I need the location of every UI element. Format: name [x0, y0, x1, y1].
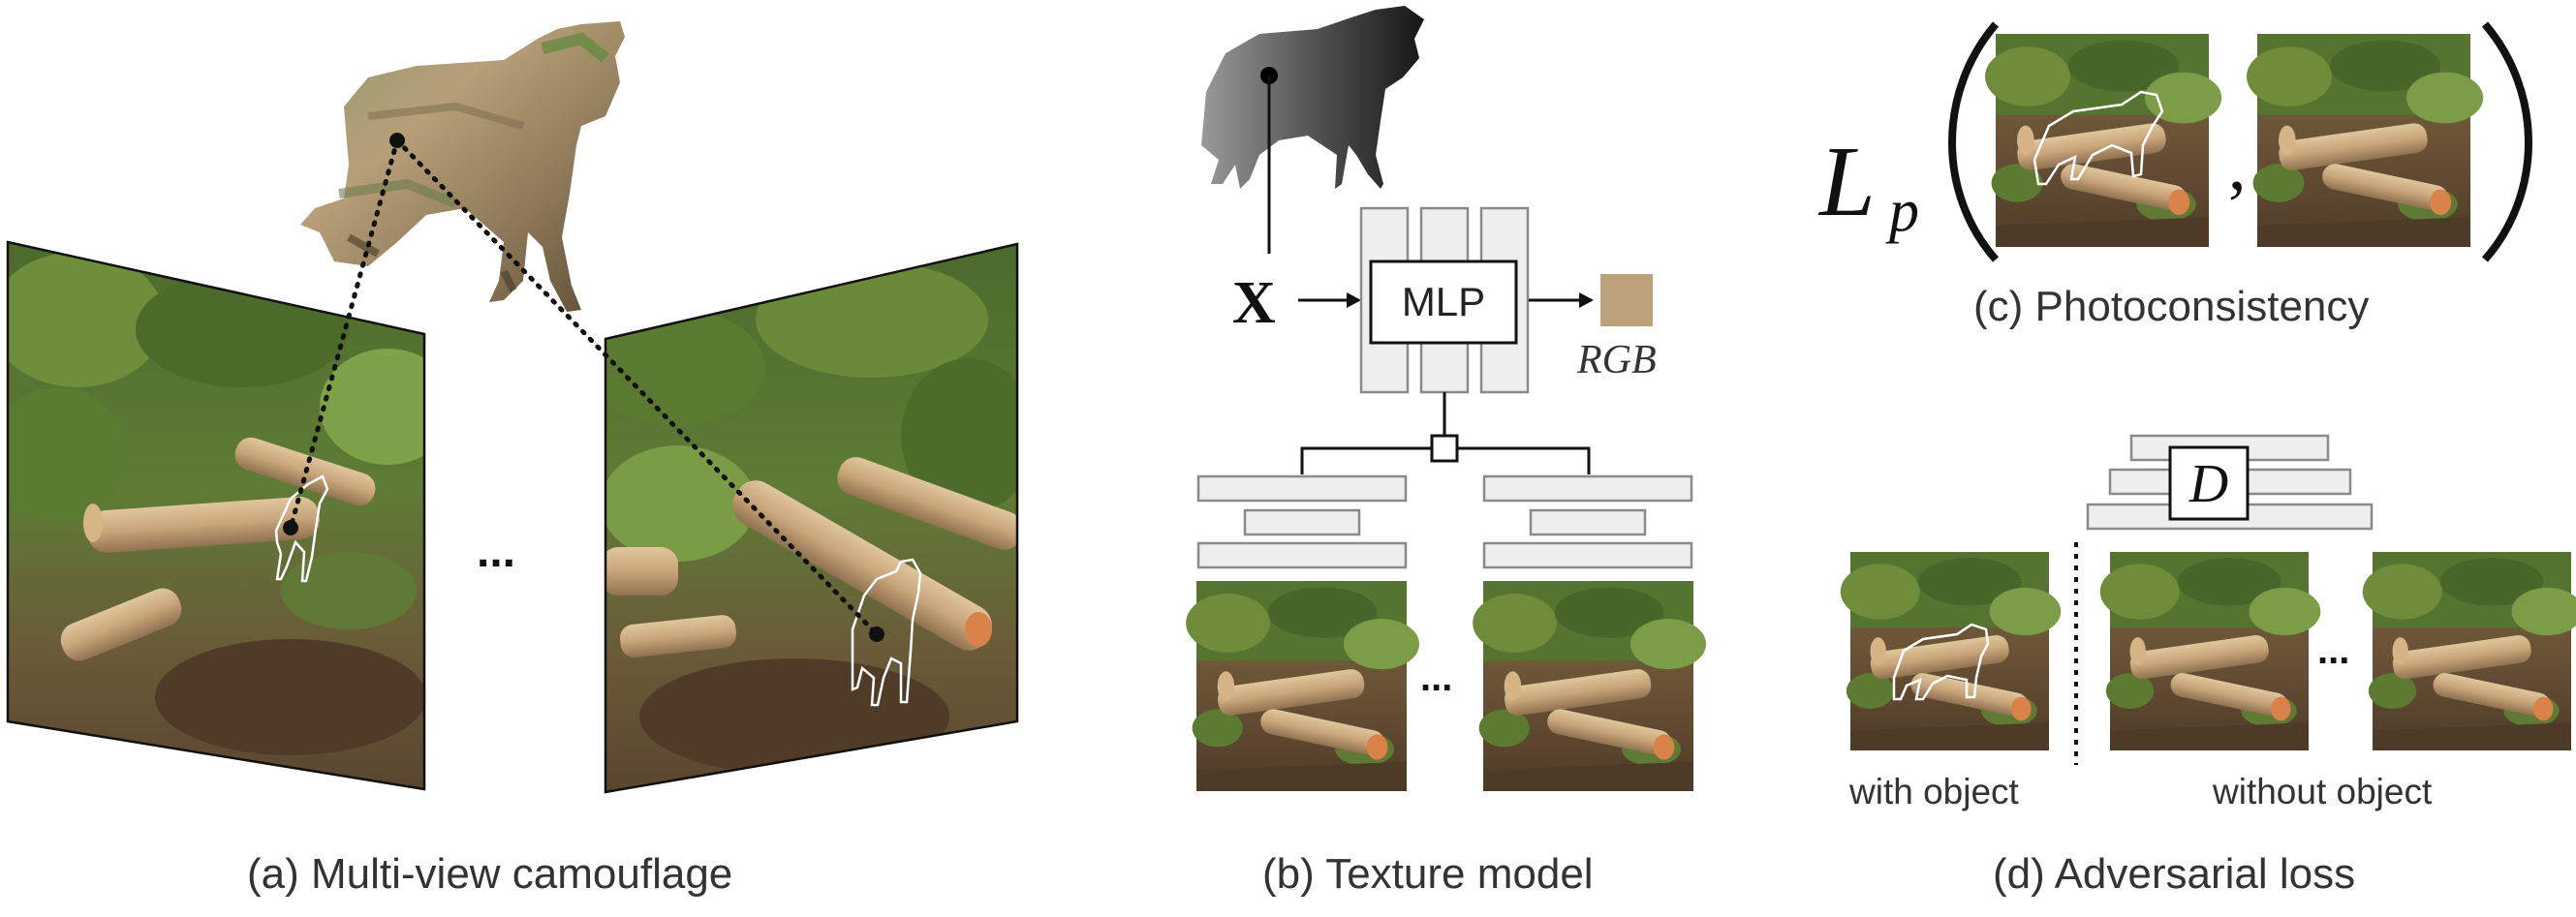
- texture-input-photo-right: [1473, 581, 1707, 791]
- mlp-box: [1369, 260, 1518, 345]
- right-view-object-outline: [851, 558, 922, 707]
- right-view-panel: [604, 242, 1019, 794]
- right-encoder: [1482, 474, 1693, 569]
- caption-multiview-camouflage: (a) Multi-view camouflage: [247, 850, 733, 898]
- rgb-label: RGB: [1576, 338, 1657, 382]
- feature-aggregator: [1430, 434, 1459, 463]
- sample-without-object-2: [2362, 552, 2576, 750]
- sample-with-object: [1840, 552, 2062, 750]
- right-paren: [2481, 21, 2532, 262]
- with-object-label: with object: [1849, 772, 2019, 811]
- loss-symbol: L: [1817, 126, 1876, 237]
- texture-input-photo-left: [1186, 581, 1420, 791]
- caption-photoconsistency: (c) Photoconsistency: [1973, 283, 2370, 330]
- discriminator-label: D: [2188, 454, 2228, 514]
- caption-adversarial-loss: (d) Adversarial loss: [1993, 850, 2356, 898]
- caption-texture-model: (b) Texture model: [1262, 850, 1594, 898]
- texture-ellipsis: ...: [1420, 657, 1452, 699]
- samples-ellipsis: ...: [2317, 629, 2349, 672]
- views-ellipsis: ...: [477, 526, 515, 577]
- wolf-silhouette: [1201, 6, 1424, 189]
- projection-ray-right: [394, 138, 880, 637]
- input-x-symbol: X: [1232, 270, 1276, 336]
- mlp-label: MLP: [1402, 279, 1485, 324]
- loss-subscript: p: [1885, 178, 1919, 244]
- photo-with-object: [1985, 34, 2222, 247]
- rgb-swatch: [1600, 274, 1653, 326]
- projection-ray-left: [288, 138, 400, 531]
- left-paren: [1948, 21, 2000, 262]
- sample-without-object-1: [2099, 552, 2321, 750]
- left-view-object-outline: [274, 474, 329, 583]
- discriminator-box: [2168, 445, 2250, 521]
- left-view-panel: [6, 240, 426, 791]
- comma-separator: ,: [2228, 126, 2247, 205]
- photo-without-object: [2247, 34, 2484, 247]
- textured-wolf-object: [300, 21, 625, 312]
- left-encoder: [1196, 474, 1408, 569]
- without-object-label: without object: [2213, 772, 2433, 811]
